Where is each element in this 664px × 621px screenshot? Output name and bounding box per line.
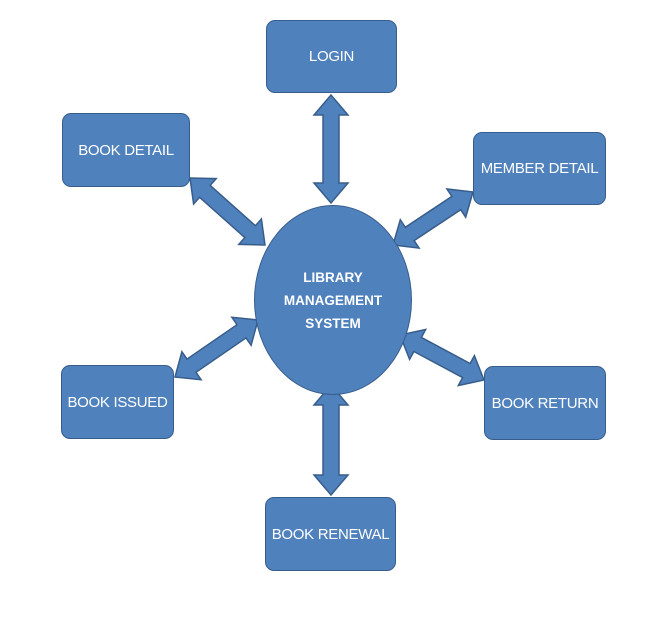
node-label: LOGIN <box>308 48 355 65</box>
double-arrow-book-detail <box>189 177 266 246</box>
node-book-return[interactable]: BOOK RETURN <box>484 366 606 440</box>
center-label-line: SYSTEM <box>305 315 361 331</box>
node-label: BOOK DETAIL <box>78 141 174 159</box>
double-arrow-book-issued <box>174 316 259 381</box>
center-library-management-system[interactable]: LIBRARY MANAGEMENT SYSTEM <box>254 205 412 395</box>
node-book-renewal[interactable]: BOOK RENEWAL <box>265 497 396 571</box>
node-member-detail[interactable]: MEMBER DETAIL <box>473 132 606 205</box>
node-book-issued[interactable]: BOOK ISSUED <box>61 365 174 439</box>
double-arrow-book-return <box>398 328 486 387</box>
node-label: BOOK RETURN <box>491 394 599 412</box>
center-label-line: LIBRARY <box>303 269 363 285</box>
double-arrow-member-detail <box>392 187 474 250</box>
double-arrow-login <box>312 93 350 205</box>
double-arrow-book-renewal <box>312 383 350 497</box>
node-label: BOOK ISSUED <box>67 393 168 411</box>
node-label: MEMBER DETAIL <box>480 160 599 177</box>
center-label-line: MANAGEMENT <box>283 292 383 308</box>
node-login[interactable]: LOGIN <box>266 20 397 93</box>
node-label: BOOK RENEWAL <box>271 525 390 543</box>
node-book-detail[interactable]: BOOK DETAIL <box>62 113 190 187</box>
